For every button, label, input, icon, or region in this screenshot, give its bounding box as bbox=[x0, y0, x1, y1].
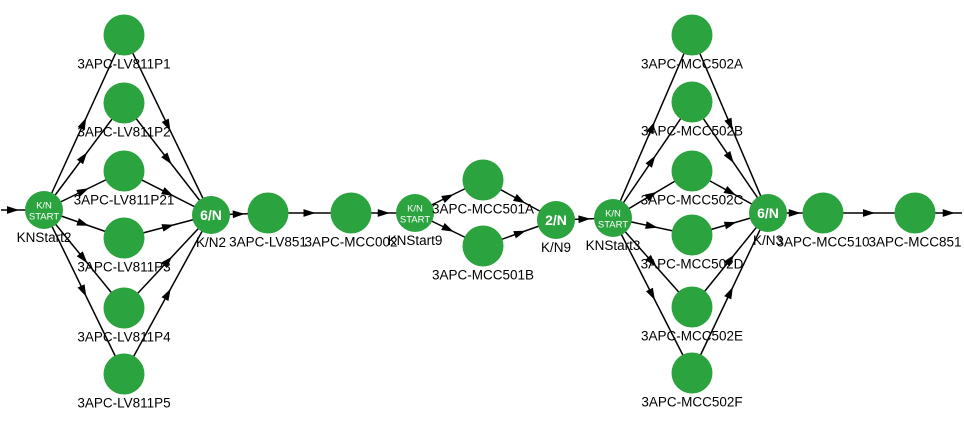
node-label-knstart9: KNStart9 bbox=[388, 233, 443, 248]
node-mcc002[interactable] bbox=[330, 192, 372, 234]
node-knstart2[interactable] bbox=[25, 191, 63, 229]
node-text-kn2: 6/N bbox=[200, 207, 222, 223]
arrowhead-knstart2-lv811p21 bbox=[76, 188, 89, 197]
arrowhead-lv851-mcc002 bbox=[303, 209, 316, 217]
node-text-kn9: 2/N bbox=[545, 212, 567, 228]
node-kn9[interactable] bbox=[537, 201, 575, 239]
node-lv811p4[interactable] bbox=[103, 287, 145, 329]
arrowhead-mcc502a-kn3 bbox=[724, 117, 733, 131]
arrowhead-mcc501a-kn9 bbox=[513, 194, 526, 204]
arrowhead-kn2-lv851 bbox=[232, 210, 245, 219]
node-label-mcc502a: 3APC-MCC502A bbox=[641, 57, 743, 72]
node-label-lv811p3: 3APC-LV811P3 bbox=[77, 260, 170, 275]
node-lv851[interactable] bbox=[247, 192, 289, 234]
node-mcc851[interactable] bbox=[894, 192, 936, 234]
node-knstart9[interactable] bbox=[396, 194, 434, 232]
node-label-mcc002: 3APC-MCC002 bbox=[304, 235, 397, 250]
node-lv811p21[interactable] bbox=[103, 150, 145, 192]
node-label-mcc501b: 3APC-MCC501B bbox=[432, 268, 534, 283]
arrowhead-lv811p5-kn2 bbox=[161, 288, 171, 301]
arrowhead-lv811p21-kn2 bbox=[161, 187, 174, 197]
arrowhead-mcc502d-kn3 bbox=[723, 221, 737, 230]
node-mcc502c[interactable] bbox=[671, 150, 713, 192]
arrowhead-knstart9-mcc501a bbox=[441, 194, 454, 203]
node-kn2[interactable] bbox=[192, 196, 230, 234]
arrowhead-lv811p3-kn2 bbox=[161, 224, 175, 232]
arrowhead-mcc002-knstart9 bbox=[377, 209, 390, 217]
node-label-mcc502e: 3APC-MCC502E bbox=[641, 329, 743, 344]
node-mcc501a[interactable] bbox=[462, 159, 504, 201]
labels-layer: KNStart2 3APC-LV811P1 3APC-LV811P2 3APC-LV8… bbox=[17, 57, 962, 411]
arrowhead-ext_in-knstart2 bbox=[7, 206, 19, 214]
arrowhead-mcc502e-kn3 bbox=[723, 254, 735, 267]
node-kn3[interactable] bbox=[749, 194, 787, 232]
node-label-lv851: 3APC-LV851 bbox=[229, 235, 307, 250]
arrowhead-kn3-mcc510 bbox=[788, 209, 801, 217]
node-text-knstart2: K/N bbox=[36, 201, 52, 212]
node-label-mcc502b: 3APC-MCC502B bbox=[641, 124, 743, 139]
node-label-lv811p4: 3APC-LV811P4 bbox=[77, 330, 171, 345]
node-label-mcc851: 3APC-MCC851 bbox=[868, 235, 961, 250]
node-lv811p5[interactable] bbox=[103, 353, 145, 395]
node-mcc510[interactable] bbox=[802, 192, 844, 234]
arrowhead-knstart2-lv811p3 bbox=[76, 218, 89, 226]
node-label-mcc502d: 3APC-MCC502D bbox=[641, 257, 744, 272]
node-label-kn2: K/N2 bbox=[196, 235, 226, 250]
node-label-mcc501a: 3APC-MCC501A bbox=[432, 202, 534, 217]
arrowhead-knstart2-lv811p2 bbox=[76, 152, 88, 165]
node-label-kn3: K/N3 bbox=[753, 233, 783, 248]
node-mcc501b[interactable] bbox=[462, 225, 504, 267]
node-label-mcc510: 3APC-MCC510 bbox=[776, 235, 869, 250]
arrowhead-mcc501b-kn9 bbox=[513, 230, 526, 239]
arrowhead-knstart3-mcc502f bbox=[645, 287, 655, 301]
arrowhead-mcc510-mcc851 bbox=[863, 209, 875, 217]
node-label-mcc502c: 3APC-MCC502C bbox=[641, 193, 744, 208]
node-mcc502b[interactable] bbox=[671, 81, 713, 123]
node-label-lv811p2: 3APC-LV811P2 bbox=[77, 125, 170, 140]
node-knstart3[interactable] bbox=[594, 199, 632, 237]
node-lv811p3[interactable] bbox=[103, 217, 145, 259]
arrowhead-lv811p1-kn2 bbox=[161, 118, 171, 132]
node-label-knstart3: KNStart3 bbox=[586, 238, 641, 253]
arrowhead-knstart2-lv811p5 bbox=[77, 284, 87, 297]
arrowhead-knstart9-mcc501b bbox=[441, 223, 454, 232]
node-text-knstart3: START bbox=[598, 220, 628, 231]
arrowhead-knstart3-mcc502a bbox=[646, 121, 655, 135]
node-text-knstart9: K/N bbox=[407, 204, 423, 215]
node-mcc502a[interactable] bbox=[671, 14, 713, 56]
node-text-knstart9: START bbox=[400, 215, 430, 226]
arrowhead-knstart2-lv811p1 bbox=[77, 117, 87, 131]
arrowhead-mcc502c-kn3 bbox=[723, 186, 736, 196]
node-label-lv811p1: 3APC-LV811P1 bbox=[77, 57, 170, 72]
arrowhead-knstart2-lv811p4 bbox=[76, 251, 88, 264]
node-label-lv811p5: 3APC-LV811P5 bbox=[77, 396, 170, 411]
arrowhead-knstart3-mcc502d bbox=[645, 221, 658, 229]
arrowhead-mcc502f-kn3 bbox=[724, 286, 733, 300]
node-label-knstart2: KNStart2 bbox=[17, 230, 72, 245]
node-text-knstart2: START bbox=[29, 212, 59, 223]
node-mcc502d[interactable] bbox=[671, 214, 713, 256]
node-label-kn9: K/N9 bbox=[541, 240, 571, 255]
arrowhead-knstart3-mcc502e bbox=[645, 254, 656, 267]
node-mcc502e[interactable] bbox=[671, 286, 713, 328]
node-lv811p2[interactable] bbox=[103, 82, 145, 124]
node-text-knstart3: K/N bbox=[605, 209, 621, 220]
arrowhead-mcc851-ext_out bbox=[942, 209, 955, 217]
arrowhead-lv811p4-kn2 bbox=[161, 256, 173, 268]
node-text-kn3: 6/N bbox=[757, 205, 779, 221]
arrowhead-kn9-knstart3 bbox=[578, 215, 591, 224]
node-label-lv811p21: 3APC-LV811P21 bbox=[74, 193, 175, 208]
arrowhead-knstart3-mcc502b bbox=[645, 155, 656, 168]
node-mcc502f[interactable] bbox=[671, 352, 713, 394]
arrowhead-knstart3-mcc502c bbox=[644, 191, 658, 202]
node-lv811p1[interactable] bbox=[103, 14, 145, 56]
node-label-mcc502f: 3APC-MCC502F bbox=[641, 395, 742, 410]
arrowhead-lv811p2-kn2 bbox=[161, 152, 172, 165]
arrowhead-mcc502b-kn3 bbox=[723, 150, 734, 164]
